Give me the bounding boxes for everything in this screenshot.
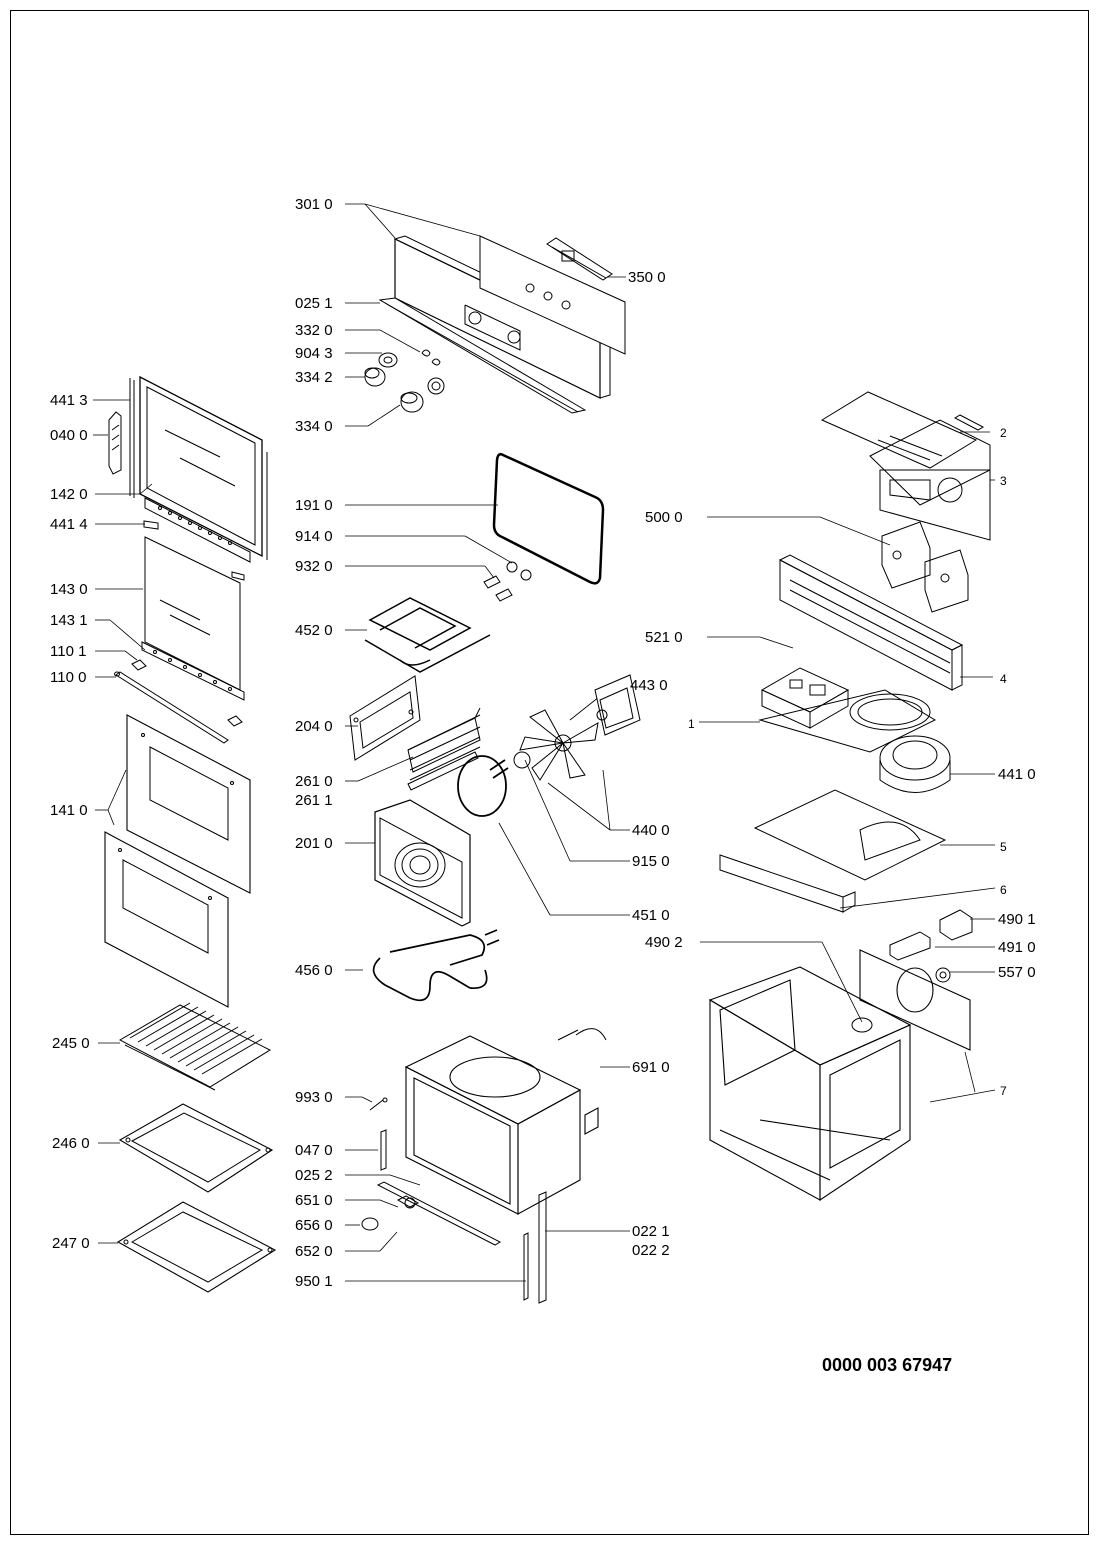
oven-cavity [406,1036,598,1214]
part-label: 110 0 [50,669,87,686]
baking-tray [120,1104,272,1192]
part-label: 993 0 [295,1089,333,1106]
oven-casing [710,950,970,1200]
part-label: 245 0 [52,1035,90,1052]
part-label: 246 0 [52,1135,90,1152]
part-label: 932 0 [295,558,333,575]
grill-element [365,598,490,672]
hinge [109,412,121,474]
part-label: 443 0 [630,677,668,694]
fan-shroud [760,690,935,752]
part-label: 022 2 [632,1242,670,1259]
fan-cover [375,800,470,926]
part-label: 301 0 [295,196,333,213]
base-plate [720,790,945,912]
part-label: 143 0 [50,581,88,598]
part-label: 201 0 [295,835,333,852]
top-cover [822,392,990,540]
part-label: 557 0 [998,964,1036,981]
part-label: 452 0 [295,622,333,639]
drawing-frame [10,10,1089,1535]
part-label: 141 0 [50,802,88,819]
spacer-441-4 [144,521,244,580]
control-panel [380,236,625,413]
part-label: 334 0 [295,418,333,435]
part-label: 521 0 [645,629,683,646]
part-label: 490 2 [645,934,683,951]
part-number-label: 7 [1000,1084,1007,1098]
wire-rack [120,1003,270,1090]
part-label: 651 0 [295,1192,333,1209]
lamp-holders [484,562,531,601]
part-label: 691 0 [632,1059,670,1076]
part-label: 334 2 [295,369,333,386]
part-number-label: 1 [688,717,695,731]
part-label: 022 1 [632,1223,670,1240]
part-label: 204 0 [295,718,333,735]
glass-bracket [132,642,244,726]
fan-motor [595,675,640,735]
part-label: 350 0 [628,269,666,286]
knobs [365,350,444,412]
power-module [762,668,848,728]
part-number-label: 6 [1000,883,1007,897]
part-label: 451 0 [632,907,670,924]
part-label: 025 2 [295,1167,333,1184]
document-number: 0000 003 67947 [822,1355,953,1375]
part-label: 491 0 [998,939,1036,956]
part-number-label: 5 [1000,840,1007,854]
part-label: 656 0 [295,1217,333,1234]
part-label: 143 1 [50,612,88,629]
part-label: 914 0 [295,528,333,545]
part-label: 440 0 [632,822,670,839]
part-label: 142 0 [50,486,88,503]
part-label: 490 1 [998,911,1036,928]
heat-shield [350,676,420,760]
display-module [547,238,612,280]
bottom-element [374,930,499,1000]
part-label: 500 0 [645,509,683,526]
deep-tray [118,1202,275,1292]
part-label: 247 0 [52,1235,90,1252]
part-label: 047 0 [295,1142,333,1159]
part-label: 904 3 [295,345,333,362]
door-handle [115,672,229,743]
part-label: 040 0 [50,427,88,444]
control-modules [882,522,968,612]
part-number-label: 2 [1000,426,1007,440]
part-label: 456 0 [295,962,333,979]
part-label: 441 4 [50,516,88,533]
part-label: 332 0 [295,322,333,339]
door-inner-frame [130,377,267,562]
part-label: 950 1 [295,1273,333,1290]
cooling-fan [880,736,950,793]
part-label: 261 0 [295,773,333,790]
part-label: 441 0 [998,766,1036,783]
door-gasket [494,454,603,583]
part-label: 652 0 [295,1243,333,1260]
part-label: 261 1 [295,792,333,809]
part-number-label: 4 [1000,672,1007,686]
terminal-block [852,910,972,1032]
part-label: 110 1 [50,643,87,660]
part-label: 191 0 [295,497,333,514]
part-label: 025 1 [295,295,333,312]
small-parts [362,1029,606,1303]
outer-door-glass [105,715,250,1007]
part-label: 915 0 [632,853,670,870]
leader-lines [93,204,995,1281]
fan-blade [514,710,598,780]
part-number-label: 3 [1000,474,1007,488]
front-frame [780,555,962,690]
part-label: 441 3 [50,392,88,409]
side-rails [408,708,480,790]
circular-element [458,756,508,816]
